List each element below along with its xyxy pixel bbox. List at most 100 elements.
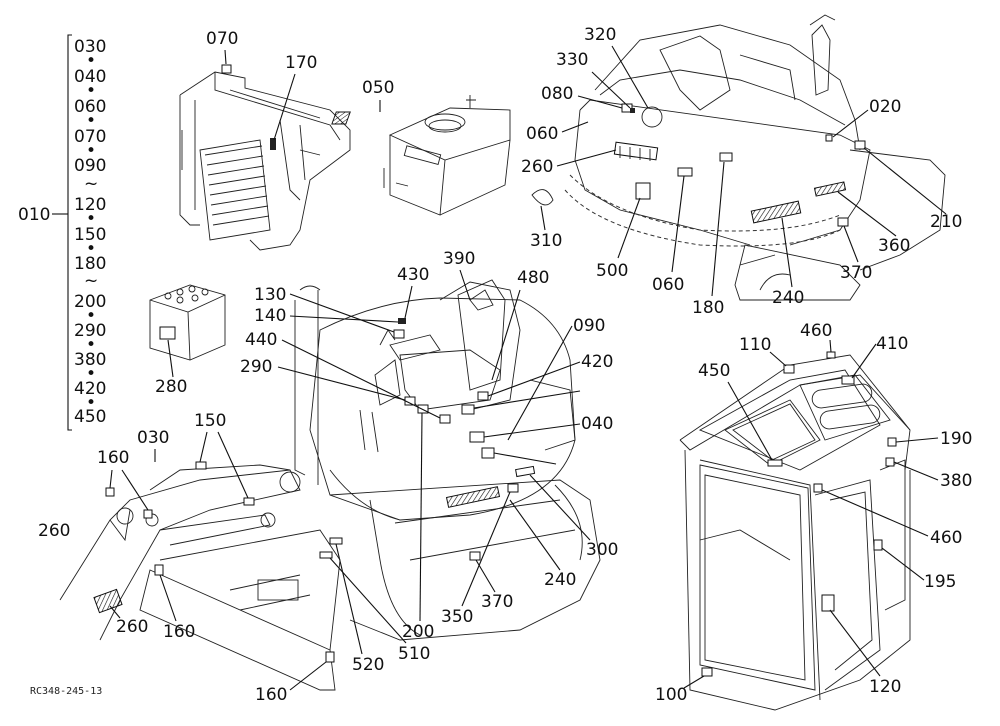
- label-120: 120: [869, 677, 901, 697]
- index-sep-9: •: [86, 306, 96, 326]
- decal-460-top: [826, 351, 836, 359]
- decal-260-rear: [613, 141, 659, 161]
- decal-180-rear: [719, 152, 733, 162]
- index-sep-1: •: [86, 51, 96, 71]
- decal-160-a: [105, 487, 115, 497]
- index-sep-3: •: [86, 111, 96, 131]
- decal-100: [701, 667, 713, 677]
- label-350: 350: [441, 607, 473, 627]
- decal-040: [469, 431, 485, 443]
- label-500: 500: [596, 261, 628, 281]
- index-420: 420: [74, 379, 106, 399]
- label-430: 430: [397, 265, 429, 285]
- label-440: 440: [245, 330, 277, 350]
- label-240-main: 240: [544, 570, 576, 590]
- decal-300: [515, 465, 536, 478]
- cab-view: [679, 351, 911, 711]
- decal-500: [635, 182, 651, 200]
- decal-195: [873, 539, 883, 551]
- label-150: 150: [194, 411, 226, 431]
- tank-view: [331, 95, 511, 216]
- label-160-top: 160: [97, 448, 129, 468]
- label-460-top: 460: [800, 321, 832, 341]
- label-260-boom: 260: [116, 617, 148, 637]
- label-420: 420: [581, 352, 613, 372]
- label-130: 130: [254, 285, 286, 305]
- label-370-main: 370: [481, 592, 513, 612]
- battery-view: [149, 284, 226, 361]
- decal-460-side: [813, 483, 823, 493]
- label-260-loose: 260: [38, 521, 70, 541]
- figure-code: RC348-245-13: [30, 686, 102, 697]
- index-sep-4: •: [86, 141, 96, 161]
- decal-160-b: [143, 509, 153, 519]
- label-240-rear: 240: [772, 288, 804, 308]
- decal-130: [393, 329, 405, 339]
- decal-350: [507, 483, 519, 493]
- label-200-main: 200: [402, 622, 434, 642]
- decal-020: [825, 134, 833, 142]
- decal-440: [439, 414, 451, 424]
- label-510: 510: [398, 644, 430, 664]
- decal-150-b: [243, 497, 255, 506]
- label-050: 050: [362, 78, 394, 98]
- decal-380: [885, 457, 895, 467]
- label-060-rear-b: 060: [652, 275, 684, 295]
- index-070: 070: [74, 127, 106, 147]
- decal-170: [270, 138, 276, 150]
- label-190: 190: [940, 429, 972, 449]
- label-110: 110: [739, 335, 771, 355]
- decal-240-rear: [750, 200, 802, 224]
- decal-110: [783, 364, 795, 374]
- index-090: 090: [74, 156, 106, 176]
- label-170: 170: [285, 53, 317, 73]
- label-010: 010: [18, 205, 50, 225]
- label-040-main: 040: [581, 414, 613, 434]
- label-460-side: 460: [930, 528, 962, 548]
- label-090: 090: [573, 316, 605, 336]
- label-180-rear: 180: [692, 298, 724, 318]
- decal-370-main: [469, 551, 481, 561]
- decal-510: [319, 551, 333, 559]
- index-sep-11: •: [86, 364, 96, 384]
- decal-050: [331, 111, 351, 125]
- decal-160-d: [325, 651, 335, 663]
- index-150: 150: [74, 225, 106, 245]
- index-450: 450: [74, 407, 106, 427]
- label-100: 100: [655, 685, 687, 705]
- label-330: 330: [556, 50, 588, 70]
- label-280: 280: [155, 377, 187, 397]
- decal-220: [461, 404, 475, 415]
- label-260-rear: 260: [521, 157, 553, 177]
- index-060: 060: [74, 97, 106, 117]
- main-machine-view: [294, 279, 601, 641]
- key-switch: [641, 106, 663, 128]
- label-520: 520: [352, 655, 384, 675]
- decal-410: [841, 375, 855, 385]
- label-390: 390: [443, 249, 475, 269]
- decal-360: [813, 181, 847, 197]
- index-sep-5: ~: [84, 174, 98, 194]
- label-020: 020: [869, 97, 901, 117]
- index-sep-12: •: [86, 393, 96, 413]
- label-070-top: 070: [206, 29, 238, 49]
- label-450: 450: [698, 361, 730, 381]
- decal-280: [159, 326, 176, 340]
- label-060-rear: 060: [526, 124, 558, 144]
- label-480: 480: [517, 268, 549, 288]
- label-320: 320: [584, 25, 616, 45]
- label-210: 210: [930, 212, 962, 232]
- boom-view: [59, 461, 341, 691]
- decal-index-column: 010 030 • 040 • 060 • 070 • 090 ~ 120 • …: [18, 34, 106, 431]
- decal-160-c: [154, 564, 164, 576]
- index-030: 030: [74, 37, 106, 57]
- decal-260-boom: [93, 588, 123, 614]
- decal-190: [887, 437, 897, 447]
- label-160-mid: 160: [163, 622, 195, 642]
- index-380: 380: [74, 350, 106, 370]
- index-sep-2: •: [86, 81, 96, 101]
- index-180: 180: [74, 254, 106, 274]
- label-140: 140: [254, 306, 286, 326]
- label-360: 360: [878, 236, 910, 256]
